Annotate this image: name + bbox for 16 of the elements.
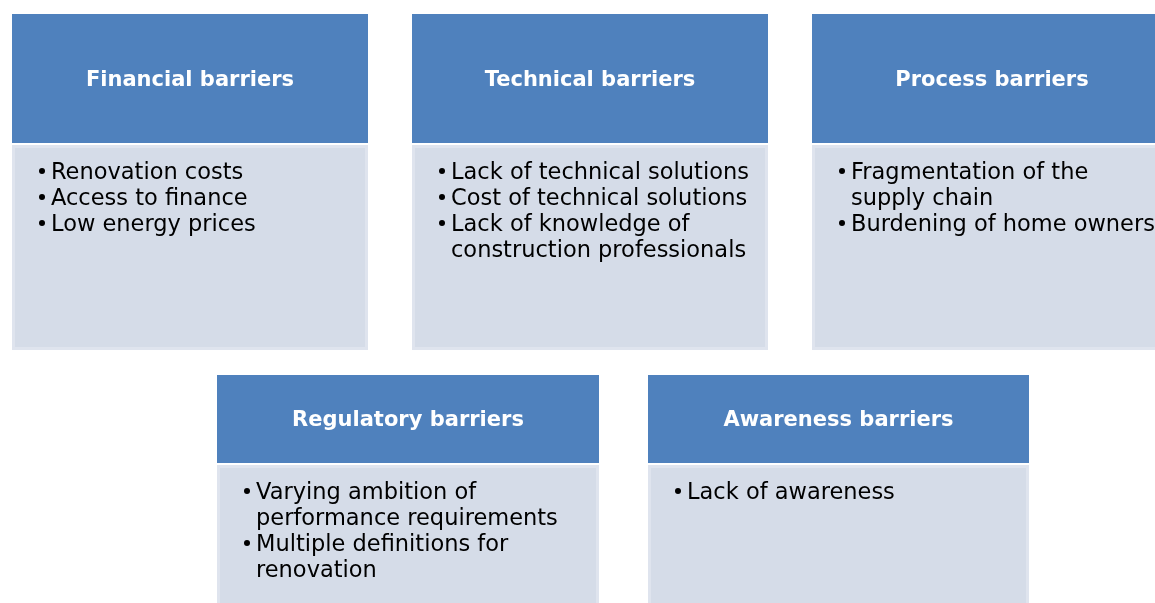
list-item: Lack of knowledge of construction professionals (451, 210, 748, 262)
list-item: Multiple definitions for renovation (256, 530, 510, 582)
list-item: Renovation costs (51, 158, 245, 184)
list-item: Lack of awareness (687, 478, 896, 504)
list-item: Access to finance (51, 184, 249, 210)
card-header: Technical barriers (412, 14, 768, 145)
card-header: Financial barriers (12, 14, 368, 145)
list-item: Lack of technical solutions (451, 158, 750, 184)
list-item: Fragmentation of the supply chain (851, 158, 1090, 210)
card-header: Process barriers (812, 14, 1155, 145)
card-header: Awareness barriers (648, 375, 1029, 465)
list-item: Low energy prices (51, 210, 257, 236)
list-item: Varying ambition of performance requirements (256, 478, 559, 530)
list-item: Cost of technical solutions (451, 184, 749, 210)
card-header: Regulatory barriers (217, 375, 599, 465)
list-item: Burdening of home owners (851, 210, 1155, 236)
